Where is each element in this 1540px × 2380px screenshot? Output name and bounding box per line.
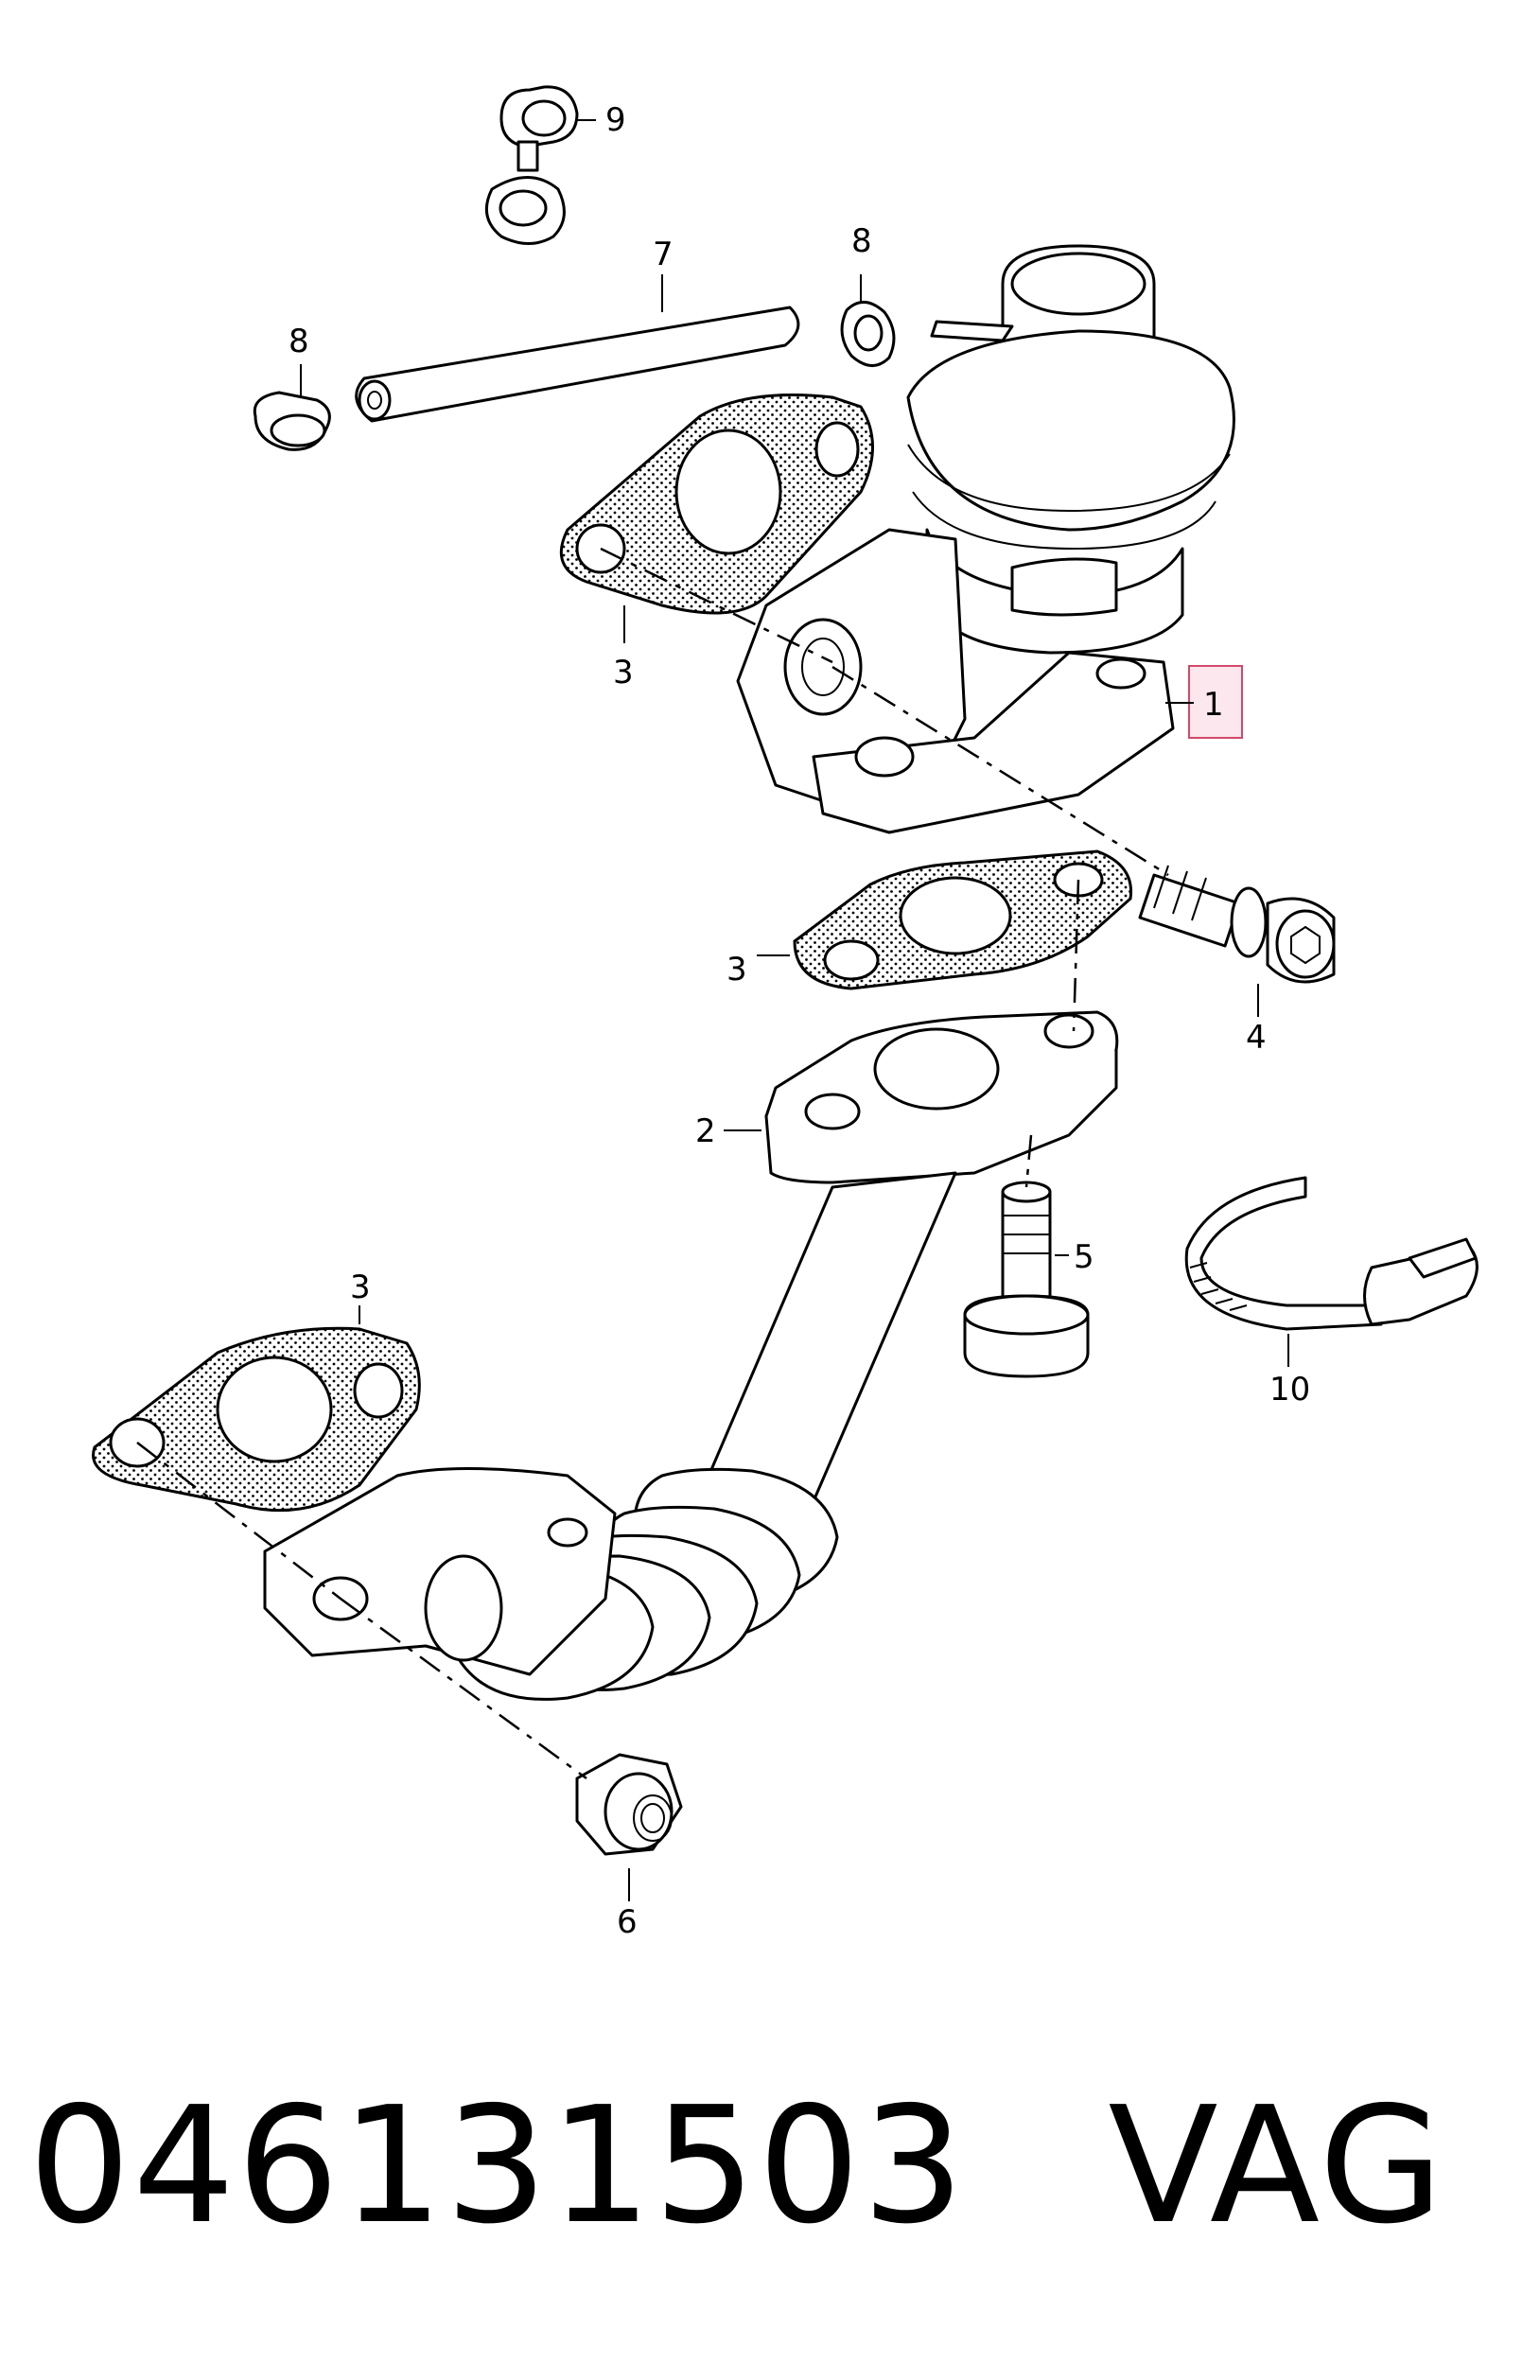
callout-2: 2 (695, 1112, 716, 1150)
callout-10: 10 (1269, 1371, 1310, 1409)
cable-tie-part-10 (1184, 1176, 1479, 1367)
part-number: 046131503 (28, 2073, 967, 2260)
hose-clip-part-8-left (253, 364, 331, 451)
callout-5: 5 (1074, 1238, 1094, 1276)
hose-clip-part-8-right (840, 274, 896, 367)
callout-4: 4 (1246, 1019, 1267, 1057)
callout-3-top: 3 (613, 654, 634, 691)
brand-name: VAG (1108, 2073, 1445, 2260)
hose-clip-part-9 (484, 85, 596, 245)
egr-valve-part-1 (736, 244, 1235, 834)
callout-9: 9 (605, 101, 626, 139)
callout-1: 1 (1203, 686, 1224, 724)
vacuum-hose-part-7 (355, 274, 800, 423)
flange-plate-part-2 (724, 1010, 1119, 1184)
callout-1-highlight (1188, 665, 1243, 739)
alignment-lines (136, 547, 1169, 1780)
gasket-part-3-middle (757, 849, 1133, 990)
gasket-part-3-top (559, 394, 874, 643)
callout-3-middle: 3 (726, 951, 747, 989)
bolt-part-5 (963, 1181, 1090, 1378)
nut-part-6 (575, 1753, 683, 1901)
callout-8-left: 8 (289, 323, 309, 360)
gasket-part-3-bottom (92, 1305, 421, 1513)
footer-caption: 046131503 VAG (28, 2057, 1504, 2275)
bolt-part-4 (1138, 865, 1336, 1017)
callout-8-right: 8 (851, 222, 872, 260)
callout-7: 7 (653, 236, 674, 273)
callout-6: 6 (617, 1903, 638, 1941)
egr-pipe (263, 1171, 957, 1701)
callout-3-bottom: 3 (350, 1269, 371, 1306)
exploded-parts-diagram: 1 2 3 3 3 4 5 6 7 8 8 9 10 (92, 85, 1479, 1941)
